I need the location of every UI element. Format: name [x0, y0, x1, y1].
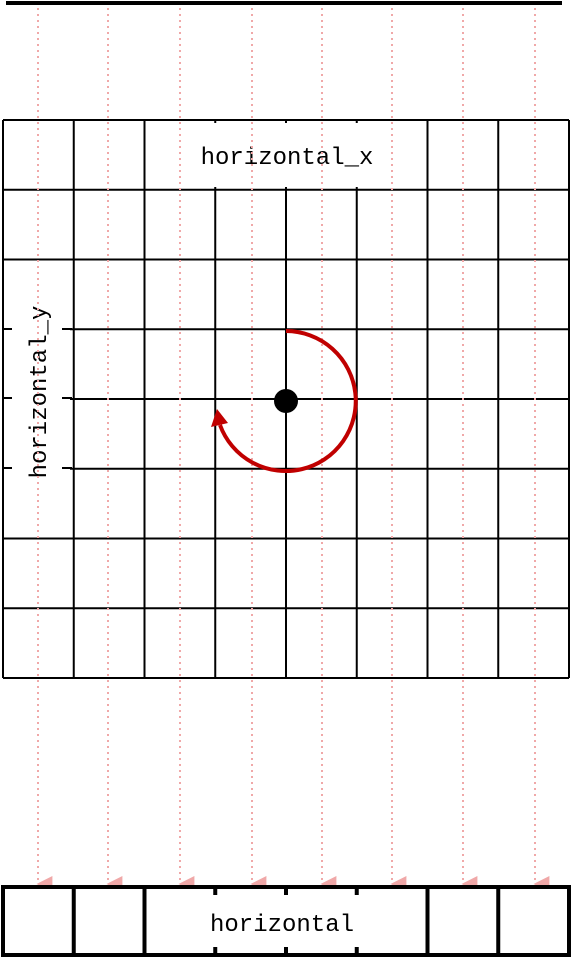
output-row — [1, 885, 571, 957]
rotation-arrowhead — [211, 409, 228, 427]
side-label: horizontal_y — [27, 306, 54, 479]
center-dot — [274, 389, 298, 413]
side-label-box — [4, 262, 70, 530]
grid — [2, 119, 570, 679]
bottom-label: horizontal — [210, 912, 354, 939]
rotation-arc — [218, 329, 358, 473]
top-label: horizontal_x — [201, 145, 374, 172]
top-label-box — [147, 123, 425, 187]
dotted-arrows — [36, 8, 550, 892]
